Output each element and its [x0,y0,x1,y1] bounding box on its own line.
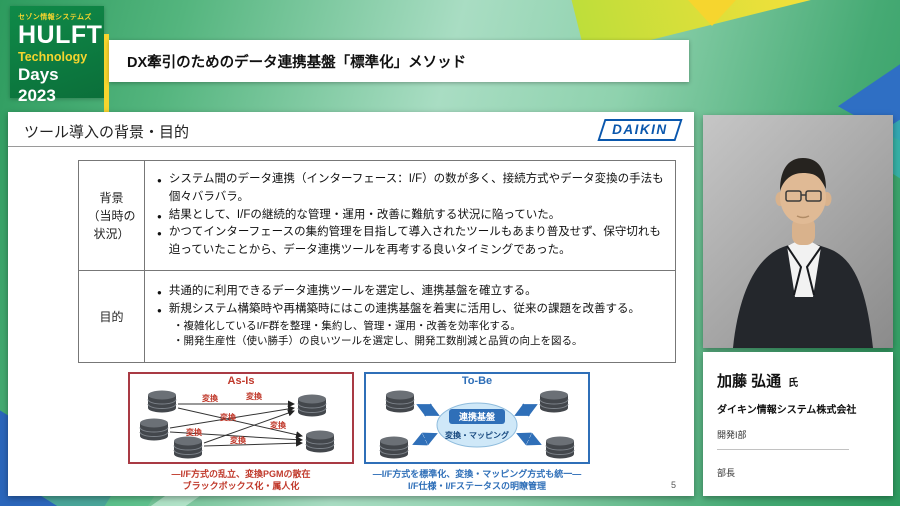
asis-diagram-graphic: 変換 変換 変換 変換 変換 変換 [139,390,335,459]
tobe-arrows [412,403,542,446]
yellow-triangle [688,0,736,26]
speaker-portrait [733,158,873,348]
speaker-info-card: 加藤 弘通 氏 ダイキン情報システム株式会社 開発I部 部長 [703,352,893,496]
transform-label: 変換 [202,393,219,403]
speaker-company: ダイキン情報システム株式会社 [717,405,857,416]
background-purpose-table: 背景 （当時の 状況） ● システム間のデータ連携（インターフェース：I/F）の数… [78,160,676,363]
row-content-background: ● システム間のデータ連携（インターフェース：I/F）の数が多く、接続方式やデータ… [144,160,676,271]
bullet-text: 共通的に利用できるデータ連携ツールを選定し、連携基盤を確立する。 [168,284,537,297]
slide-title: ツール導入の背景・目的 [24,124,190,141]
database-icon [305,430,335,453]
sub-bullet-text: ・複雑化しているI/F群を整理・集約し、管理・運用・改善を効率化する。 [173,319,521,332]
lapel-left [786,245,803,296]
row-label-background: 背景 （当時の 状況） [78,160,145,271]
database-icon [139,418,169,441]
transform-label: 変換 [230,435,247,445]
daikin-logo: DAIKIN [596,119,682,141]
hub-box [449,409,505,424]
asis-caption-line2: ブラックボックス化・属人化 [182,480,300,491]
lapel-right [805,246,822,296]
bullet-item: ● かつてインターフェースの集約管理を目指して導入されたツールもあまり普及せず、保… [157,224,665,260]
row-label-purpose: 目的 [78,270,145,363]
bullet-dot: ● [157,229,162,239]
speaker-video [703,115,893,348]
table-row-background: 背景 （当時の 状況） ● システム間のデータ連携（インターフェース：I/F）の数… [78,160,676,271]
face [780,170,826,224]
database-icon [379,436,409,459]
bullet-text: 新規システム構築時や再構築時にはこの連携基盤を着実に活用し、従来の課題を改善する… [168,302,640,315]
bullet-item: ● システム間のデータ連携（インターフェース：I/F）の数が多く、接続方式やデータ… [157,171,665,207]
tobe-diagram-graphic: 連携基盤 変換・マッピング [379,390,575,459]
daikin-logo-text: DAIKIN [611,122,668,137]
logo-days-2023: Days 2023 [18,64,59,106]
session-title: DX牽引のためのデータ連携基盤「標準化」メソッド [127,54,467,71]
mouth [796,215,810,219]
bullet-item: ● 共通的に利用できるデータ連携ツールを選定し、連携基盤を確立する。 [157,283,665,301]
transform-label: 変換 [246,391,263,401]
logo-company-name: セゾン情報システムズ [18,14,92,21]
bullet-dot: ● [157,287,162,297]
bullet-item: ● 新規システム構築時や再構築時にはこの連携基盤を着実に活用し、従来の課題を改善す… [157,301,665,319]
bullet-dot: ● [157,305,162,315]
asis-diagram: As-Is 変換 変換 変換 [128,372,354,464]
transform-label: 変換 [270,420,287,430]
transform-labels: 変換 変換 変換 変換 変換 変換 [186,391,287,445]
page-number: 5 [670,480,676,490]
bullet-text: かつてインターフェースの集約管理を目指して導入されたツールもあまり普及せず、保守… [168,226,661,257]
shirt [787,238,821,297]
hub-subtitle: 変換・マッピング [445,430,509,440]
bullet-dot: ● [157,175,162,185]
bullet-text: システム間のデータ連携（インターフェース：I/F）の数が多く、接続方式やデータ変… [168,172,664,203]
database-icon [173,436,203,459]
speaker-divider [717,449,849,450]
asis-caption-line1: ―I/F方式の乱立、変換PGMの散在 [171,469,311,479]
logo-technology: Technology [18,49,88,64]
glasses-left-lens [785,190,802,202]
asis-caption: ―I/F方式の乱立、変換PGMの散在 ブラックボックス化・属人化 [128,469,354,492]
hair [780,158,826,191]
tobe-title: To-Be [461,375,493,387]
database-icon [539,390,569,413]
speaker-honorific: 氏 [788,378,799,389]
tobe-caption-line2: I/F仕様・I/Fステータスの明瞭管理 [408,480,546,491]
transform-label: 変換 [220,412,237,422]
transform-label: 変換 [186,427,203,437]
hulft-days-logo: セゾン情報システムズ HULFT Technology Days 2023 [10,6,104,105]
presentation-slide: ツール導入の背景・目的 DAIKIN 背景 （当時の 状況） ● システム間のデー… [8,112,694,496]
bullet-text: 結果として、I/Fの継続的な管理・運用・改善に難航する状況に陥っていた。 [168,208,561,221]
bullet-dot: ● [157,211,162,221]
database-icon [147,390,177,413]
yellow-accent-stripe [104,34,109,120]
speaker-name: 加藤 弘通 [717,373,782,390]
asis-title: As-Is [227,375,255,387]
bullet-item: ● 結果として、I/Fの継続的な管理・運用・改善に難航する状況に陥っていた。 [157,207,665,225]
speaker-department: 開発I部 [717,430,747,440]
session-title-bar: DX牽引のためのデータ連携基盤「標準化」メソッド [109,40,689,82]
database-icon [297,394,327,417]
database-icon [385,390,415,413]
table-row-purpose: 目的 ● 共通的に利用できるデータ連携ツールを選定し、連携基盤を確立する。 ● 新規… [78,270,676,363]
sub-bullet-text: ・開発生産性（使い勝手）の良いツールを選定し、開発工数削減と品質の向上を図る。 [173,335,583,348]
title-divider [8,146,694,147]
tobe-diagram: To-Be 連携基盤 変換・マッピング [364,372,590,464]
daikin-logo-frame: DAIKIN [596,119,682,141]
glasses-right-lens [805,190,822,202]
database-icon [545,436,575,459]
row-content-purpose: ● 共通的に利用できるデータ連携ツールを選定し、連携基盤を確立する。 ● 新規システ… [144,270,676,363]
speaker-name-row: 加藤 弘通 氏 [717,370,879,391]
tobe-caption: ―I/F方式を標準化、変換・マッピング方式も統一― I/F仕様・I/Fステータス… [364,469,590,492]
speaker-job-title: 部長 [717,468,736,478]
tobe-caption-line1: ―I/F方式を標準化、変換・マッピング方式も統一― [372,469,582,479]
neck [792,217,815,245]
asis-arrows [169,400,303,447]
hub-title: 連携基盤 [459,411,496,422]
logo-brand: HULFT [18,21,103,49]
